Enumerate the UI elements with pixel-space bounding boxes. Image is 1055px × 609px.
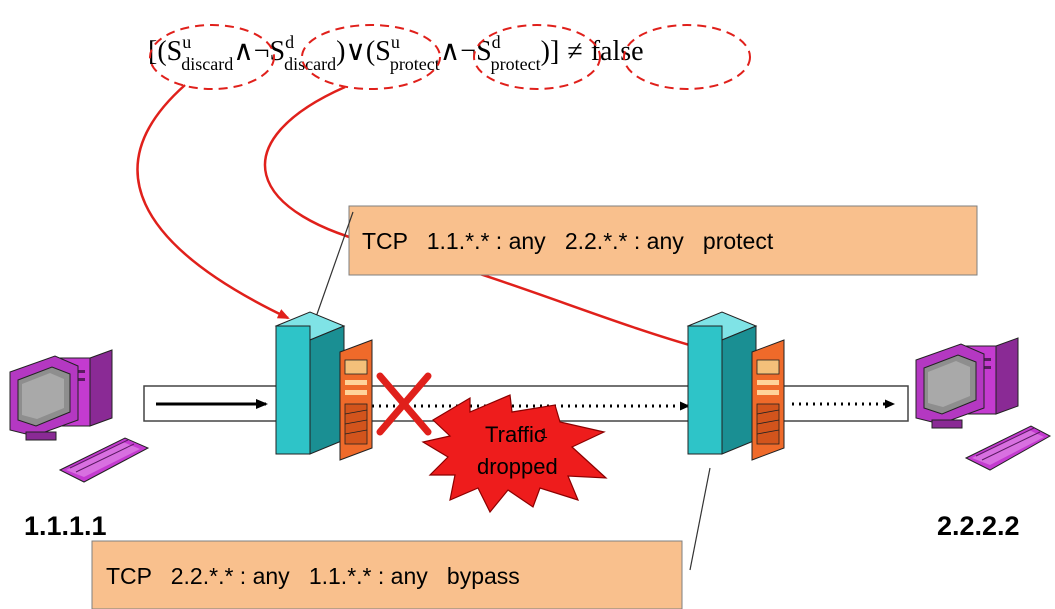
formula-term1-sup: u bbox=[182, 32, 191, 52]
formula-term3-sup: u bbox=[391, 32, 400, 52]
firewall-left-icon bbox=[274, 311, 373, 461]
formula-and-not-1: ∧¬ bbox=[233, 36, 269, 67]
formula-and-not-2: ∧¬ bbox=[440, 36, 476, 67]
ellipse-term4 bbox=[623, 24, 751, 90]
blocked-x-icon bbox=[376, 372, 432, 436]
host-right-ip: 2.2.2.2 bbox=[937, 511, 1020, 541]
formula-term1-base: S bbox=[167, 36, 183, 67]
rule-bottom-text: TCP 2.2.*.* : any 1.1.*.* : any bypass bbox=[106, 563, 520, 589]
formula-close: )] bbox=[541, 36, 560, 67]
formula-term2-sub: discard bbox=[284, 54, 336, 74]
computer-left-icon bbox=[9, 349, 150, 483]
burst-overlap-digit: 1 bbox=[540, 425, 548, 441]
formula-term4-sub: protect bbox=[491, 54, 541, 74]
firewall-right-icon bbox=[686, 311, 785, 461]
computer-right-icon bbox=[915, 337, 1052, 471]
rule-top-callout bbox=[315, 211, 354, 318]
ellipse-term2 bbox=[301, 24, 441, 90]
formula-term2-sup: d bbox=[285, 32, 294, 52]
formula-open: [( bbox=[148, 36, 167, 67]
formula-neq: ≠ bbox=[567, 36, 582, 67]
formula-term1-sub: discard bbox=[181, 54, 233, 74]
burst-line1: Traffic bbox=[485, 422, 545, 447]
formula-term3-base: S bbox=[375, 36, 391, 67]
formula-term3-sub: protect bbox=[390, 54, 440, 74]
burst-line2: dropped bbox=[477, 454, 558, 479]
formula-term2-base: S bbox=[270, 36, 286, 67]
rule-box-bottom: TCP 2.2.*.* : any 1.1.*.* : any bypass bbox=[91, 540, 683, 609]
arrow-discard-to-left-firewall bbox=[136, 84, 290, 320]
rule-box-top: TCP 1.1.*.* : any 2.2.*.* : any protect bbox=[348, 205, 978, 276]
formula-or: )∨( bbox=[336, 36, 375, 67]
rule-bottom-callout bbox=[689, 467, 711, 571]
host-left-ip: 1.1.1.1 bbox=[24, 511, 107, 541]
formula-term4-sup: d bbox=[492, 32, 501, 52]
rule-top-text: TCP 1.1.*.* : any 2.2.*.* : any protect bbox=[362, 228, 774, 254]
ellipse-term3 bbox=[473, 24, 601, 90]
ellipse-term1 bbox=[149, 24, 275, 90]
traffic-dropped-burst: Traffic dropped 1 bbox=[421, 394, 608, 514]
